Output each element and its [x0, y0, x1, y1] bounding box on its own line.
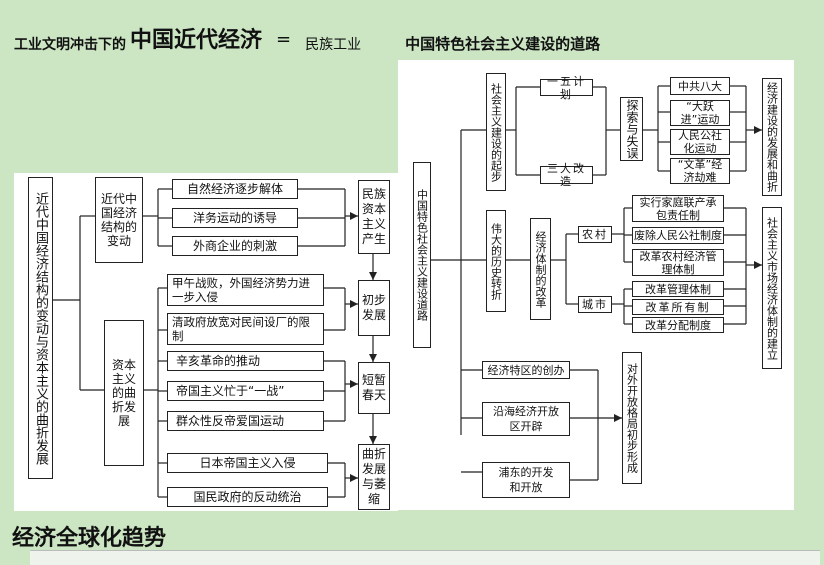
- stage-3-box: 曲折发展与萎缩: [358, 444, 390, 510]
- open-item-3: 浦东的开发和开放: [482, 462, 570, 498]
- header-part3: 民族工业: [305, 37, 362, 53]
- turn-box: 伟大的历史转折: [486, 210, 506, 312]
- stage-1-box: 初步发展: [358, 280, 390, 336]
- urban-item-1: 改革管理体制: [632, 281, 724, 297]
- explore-box: 探索与失误: [620, 97, 643, 161]
- right-root-box: 中国特色社会主义建设道路: [413, 162, 431, 348]
- header-part4: 中国特色社会主义建设的道路: [405, 35, 601, 53]
- header-part2: 中国近代经济: [130, 28, 263, 53]
- header: 工业文明冲击下的 中国近代经济 = 民族工业 中国特色社会主义建设的道路: [14, 24, 600, 54]
- open-item-2: 沿海经济开放区开辟: [482, 402, 570, 436]
- b1-item-3: 外商企业的刺激: [172, 236, 298, 256]
- b1-item-2: 洋务运动的诱导: [172, 208, 298, 228]
- open-item-1: 经济特区的创办: [482, 361, 570, 379]
- b2-item-6: 日本帝国主义入侵: [167, 453, 328, 473]
- branch2-box: 资本主义的曲折发展: [104, 320, 144, 466]
- b2-item-7: 国民政府的反动统治: [167, 487, 328, 507]
- header-equals: =: [276, 29, 292, 50]
- plan-2-box: 三大改造: [540, 162, 593, 188]
- urban-item-2: 改革所有制: [632, 299, 724, 315]
- explore-item-3: 人民公社化运动: [670, 129, 730, 155]
- rural-item-2: 废除人民公社制度: [632, 227, 724, 244]
- stage-2-box: 短暂春天: [358, 362, 390, 414]
- reform-result-box: 社会主义市场经济体制的建立: [762, 207, 782, 369]
- urban-box: 城市: [578, 296, 612, 313]
- explore-item-1: 中共八大: [670, 77, 730, 95]
- plan-1-box: 一五计划: [540, 75, 593, 101]
- rural-box: 农村: [578, 226, 612, 243]
- b2-item-2: 清政府放宽对民间设厂的限制: [167, 313, 324, 345]
- b1-item-1: 自然经济逐步解体: [172, 179, 298, 199]
- reform-box: 经济体制的改革: [530, 218, 551, 320]
- qibu-box: 社会主义建设的起步: [486, 73, 506, 191]
- urban-item-3: 改革分配制度: [632, 317, 724, 333]
- b2-item-4: 帝国主义忙于“一战”: [167, 381, 324, 401]
- b2-item-5: 群众性反帝爱国运动: [167, 411, 324, 431]
- explore-result-box: 经济建设的发展和曲折: [762, 78, 782, 196]
- left-root-box: 近代中国经济结构的变动与资本主义的曲折发展: [28, 177, 53, 479]
- bottom-strip: [30, 550, 820, 565]
- branch1-box: 近代中国经济结构的变动: [95, 177, 143, 263]
- rural-item-1: 实行家庭联产承包责任制: [632, 195, 724, 222]
- open-result-box: 对外开放格局初步形成: [622, 352, 642, 484]
- b1-result-box: 民族资本主义产生: [358, 180, 390, 254]
- b2-item-3: 辛亥革命的推动: [167, 351, 324, 371]
- rural-item-3: 改革农村经济管理体制: [632, 249, 724, 276]
- explore-item-4: “文革”经济劫难: [670, 158, 730, 184]
- header-part1: 工业文明冲击下的: [14, 37, 126, 53]
- b2-item-1: 甲午战败，外国经济势力进一步入侵: [167, 274, 324, 306]
- explore-item-2: “大跃进”运动: [670, 100, 730, 126]
- bottom-title: 经济全球化趋势: [12, 526, 167, 551]
